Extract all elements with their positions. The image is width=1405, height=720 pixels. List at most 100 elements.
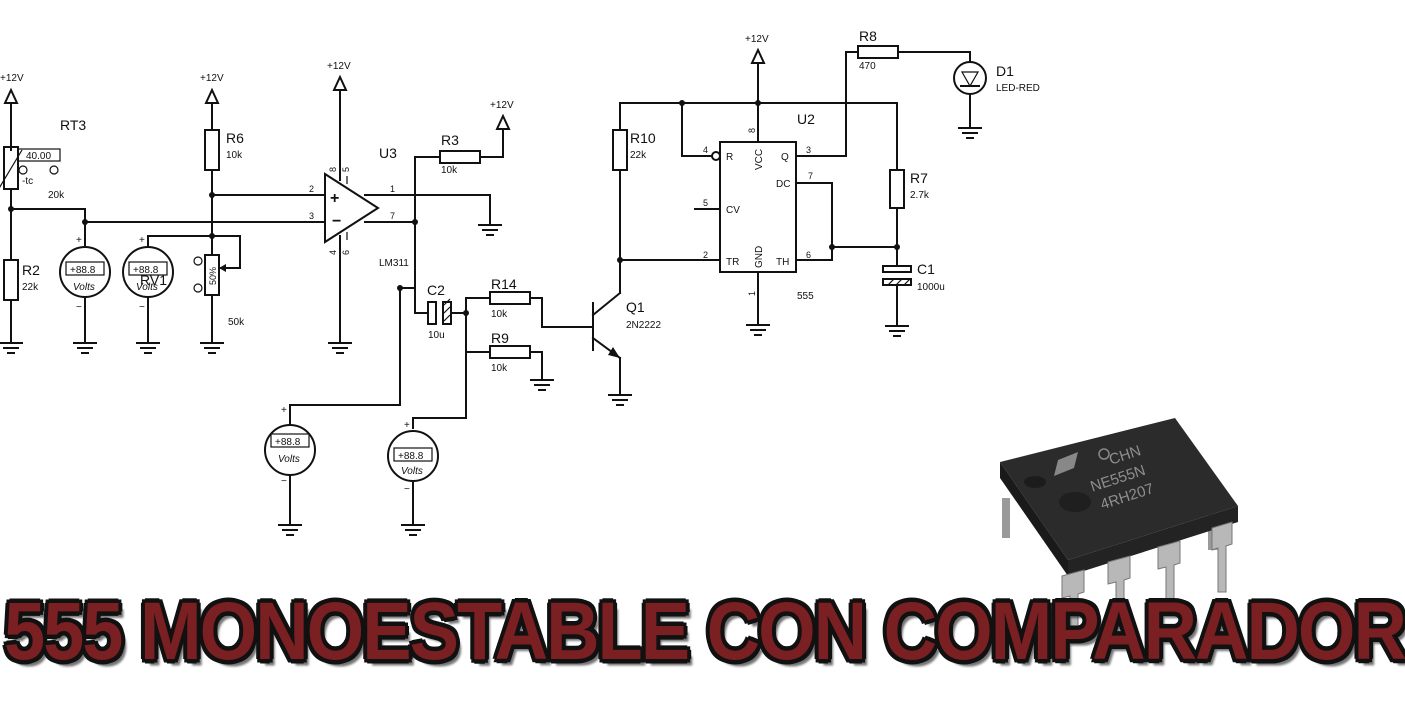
svg-text:Volts: Volts <box>73 282 95 293</box>
svg-text:−: − <box>281 476 287 487</box>
capacitor-c2: C2 10u <box>427 282 452 341</box>
svg-text:LM311: LM311 <box>379 258 409 269</box>
svg-text:+12V: +12V <box>745 34 769 45</box>
svg-text:2N2222: 2N2222 <box>626 320 661 331</box>
svg-text:+12V: +12V <box>490 100 514 111</box>
svg-text:8: 8 <box>747 128 757 133</box>
resistor-r7: R7 2.7k <box>889 169 930 209</box>
thermistor-rt3: RT3 40.00 -tc 20k <box>0 117 86 201</box>
led-d1: D1 LED-RED <box>953 61 1040 95</box>
svg-text:3: 3 <box>806 145 811 155</box>
svg-text:R6: R6 <box>226 130 244 146</box>
svg-text:10k: 10k <box>441 165 458 176</box>
svg-text:555: 555 <box>797 291 814 302</box>
comparator-u3: + − U3 LM311 2 3 1 7 8 5 4 6 <box>309 145 409 269</box>
svg-text:10k: 10k <box>491 363 508 374</box>
svg-text:5: 5 <box>341 167 351 172</box>
svg-text:1: 1 <box>390 184 395 194</box>
svg-text:R9: R9 <box>491 330 509 346</box>
svg-text:TR: TR <box>726 257 739 268</box>
circuit-schematic: +12V RT3 40.00 -tc 20k R2 22k +88.8 Volt… <box>0 28 1040 536</box>
resistor-r2: R2 22k <box>3 259 40 301</box>
svg-text:10u: 10u <box>428 330 445 341</box>
capacitor-c1: C1 1000u <box>882 261 945 293</box>
svg-text:1000u: 1000u <box>917 282 945 293</box>
svg-text:+: + <box>139 235 145 246</box>
svg-text:3: 3 <box>309 211 314 221</box>
svg-text:+: + <box>281 405 287 416</box>
svg-text:2: 2 <box>703 250 708 260</box>
svg-text:−: − <box>76 302 82 313</box>
chip-front-pins <box>1061 521 1233 643</box>
svg-text:22k: 22k <box>22 282 39 293</box>
svg-text:+: + <box>76 235 82 246</box>
svg-text:+12V: +12V <box>200 73 224 84</box>
schematic-canvas: +12V RT3 40.00 -tc 20k R2 22k +88.8 Volt… <box>0 28 1405 677</box>
ne555-chip-photo: CHN NE555N 4RH207 <box>1000 418 1238 643</box>
svg-text:+88.8: +88.8 <box>398 451 424 462</box>
svg-text:C1: C1 <box>917 261 935 277</box>
svg-text:22k: 22k <box>630 150 647 161</box>
svg-text:LED-RED: LED-RED <box>996 83 1040 94</box>
svg-text:−: − <box>404 484 410 495</box>
svg-text:5: 5 <box>703 198 708 208</box>
svg-text:4: 4 <box>328 250 338 255</box>
vcc-u3: +12V <box>327 61 351 181</box>
svg-text:U3: U3 <box>379 145 397 161</box>
svg-text:50%: 50% <box>208 267 218 285</box>
svg-text:50k: 50k <box>228 317 245 328</box>
svg-text:+: + <box>330 190 339 207</box>
svg-text:Volts: Volts <box>401 466 423 477</box>
svg-text:R3: R3 <box>441 132 459 148</box>
svg-text:R: R <box>726 152 733 163</box>
vcc-r3: +12V <box>490 100 514 130</box>
svg-text:RT3: RT3 <box>60 117 86 133</box>
svg-text:C2: C2 <box>427 282 445 298</box>
resistor-r9: R9 10k <box>489 330 531 374</box>
svg-text:2: 2 <box>309 184 314 194</box>
svg-text:40.00: 40.00 <box>26 151 51 162</box>
svg-text:6: 6 <box>341 250 351 255</box>
svg-text:−: − <box>332 213 341 230</box>
title-banner: 555 MONOESTABLE CON COMPARADOR <box>4 585 1405 677</box>
resistor-r8: R8 470 <box>857 28 899 72</box>
svg-text:D1: D1 <box>996 63 1014 79</box>
svg-text:2.7k: 2.7k <box>910 190 930 201</box>
svg-text:+12V: +12V <box>0 73 24 84</box>
resistor-r6: R6 10k <box>204 129 244 171</box>
svg-text:Volts: Volts <box>136 282 158 293</box>
svg-text:10k: 10k <box>226 150 243 161</box>
svg-text:10k: 10k <box>491 309 508 320</box>
timer-u2: U2 555 R VCC Q DC CV TR GND TH 4 8 3 7 5… <box>703 111 815 302</box>
svg-text:GND: GND <box>754 246 765 268</box>
svg-text:TH: TH <box>776 257 789 268</box>
svg-text:+88.8: +88.8 <box>133 265 159 276</box>
svg-text:RV1: RV1 <box>140 272 167 288</box>
svg-text:Volts: Volts <box>278 454 300 465</box>
vcc-u2: +12V <box>745 34 769 143</box>
svg-text:Q1: Q1 <box>626 299 645 315</box>
svg-text:R10: R10 <box>630 130 656 146</box>
svg-text:DC: DC <box>776 179 790 190</box>
svg-text:20k: 20k <box>48 190 65 201</box>
svg-text:470: 470 <box>859 61 876 72</box>
svg-text:+12V: +12V <box>327 61 351 72</box>
svg-text:8: 8 <box>328 167 338 172</box>
svg-text:1: 1 <box>747 291 757 296</box>
resistor-r14: R14 10k <box>489 276 531 320</box>
svg-text:-tc: -tc <box>22 176 33 187</box>
svg-text:R2: R2 <box>22 262 40 278</box>
svg-text:6: 6 <box>806 250 811 260</box>
svg-text:R8: R8 <box>859 28 877 44</box>
svg-text:U2: U2 <box>797 111 815 127</box>
resistor-r3: R3 10k <box>439 132 481 176</box>
svg-text:VCC: VCC <box>754 149 765 170</box>
svg-text:−: − <box>139 302 145 313</box>
svg-text:CV: CV <box>726 205 740 216</box>
svg-text:R7: R7 <box>910 170 928 186</box>
svg-text:7: 7 <box>808 171 813 181</box>
vcc-r6: +12V <box>200 73 224 131</box>
svg-text:R14: R14 <box>491 276 517 292</box>
svg-text:7: 7 <box>390 211 395 221</box>
vcc-rt3: +12V <box>0 73 24 151</box>
